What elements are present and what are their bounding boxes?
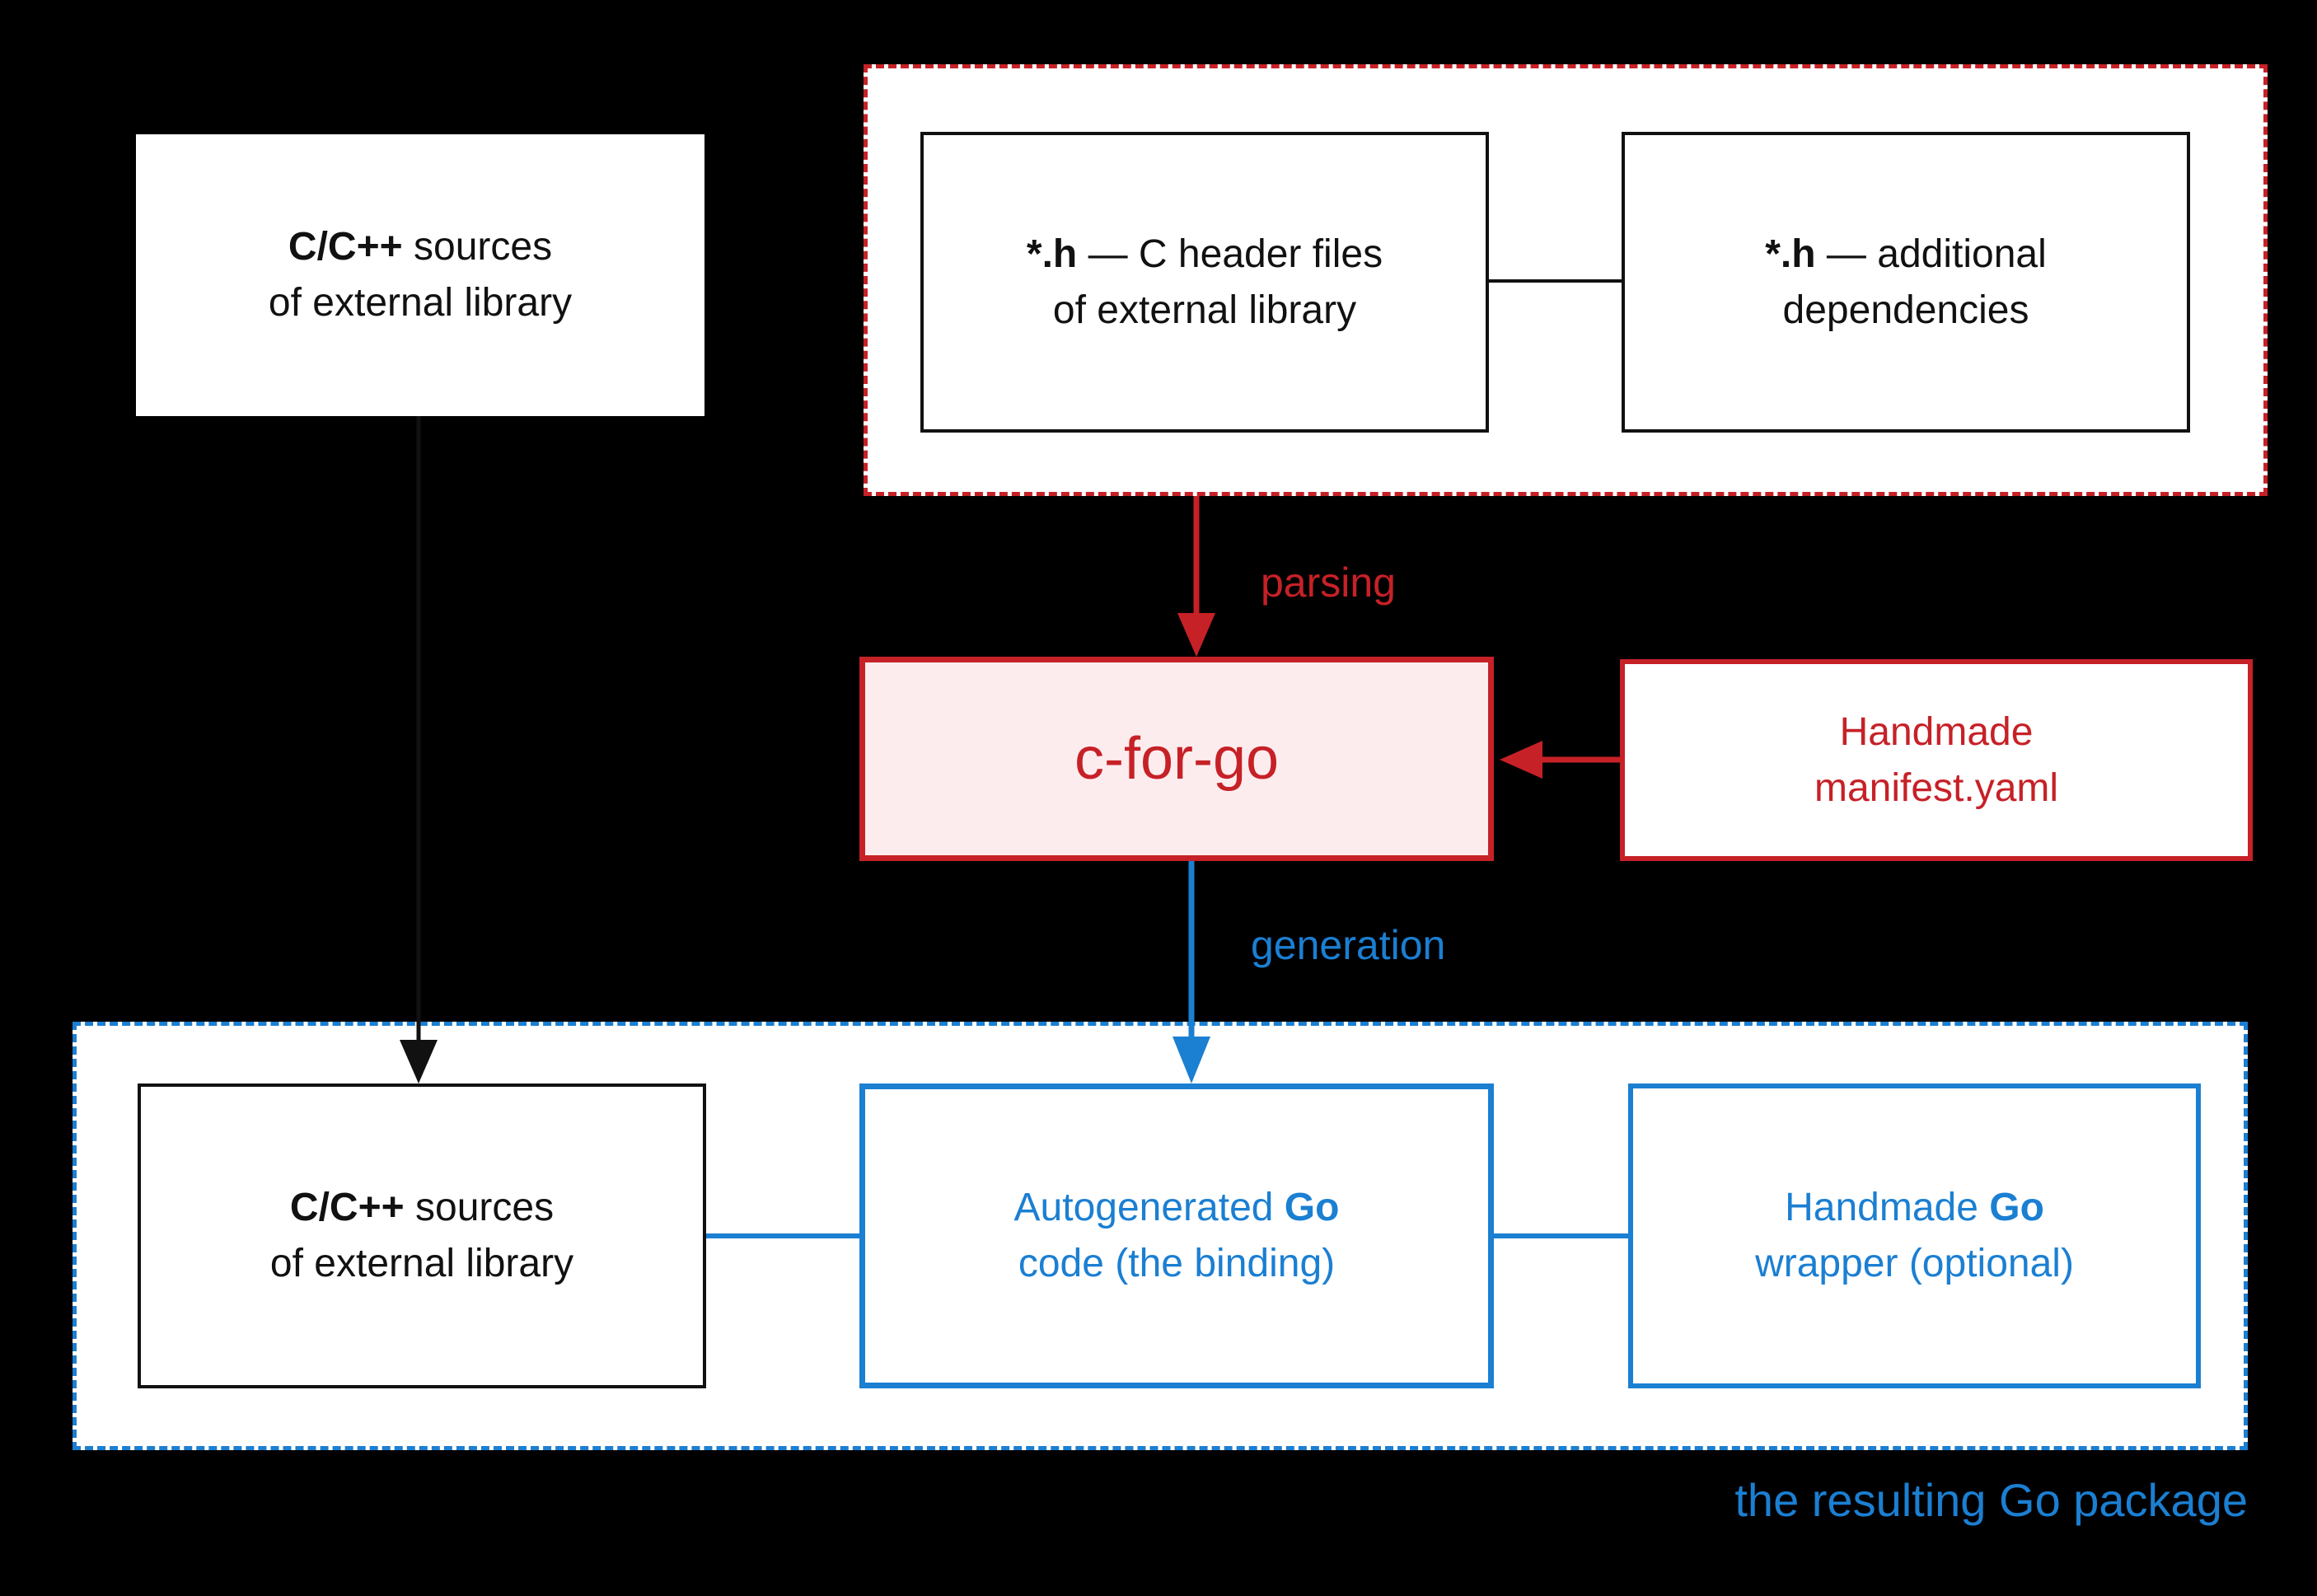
node-autogenerated-go-code: Autogenerated Go code (the binding) (859, 1084, 1494, 1388)
node-text-bold: *.h (1765, 232, 1816, 276)
node-text: manifest.yaml (1814, 765, 2059, 810)
node-text: dependencies (1782, 288, 2029, 332)
node-text: — C header files (1077, 232, 1383, 276)
node-line: of external library (269, 275, 572, 331)
node-text-bold: C/C++ (288, 225, 403, 269)
node-text: — additional (1815, 232, 2047, 276)
manifest-arrowhead (1500, 741, 1542, 779)
parsing-label: parsing (1261, 559, 1396, 606)
node-text-bold: Go (1284, 1186, 1340, 1229)
node-text: code (the binding) (1018, 1242, 1336, 1285)
node-line: dependencies (1783, 283, 2029, 339)
node-line: Handmade Go (1785, 1180, 2044, 1236)
node-text: wrapper (optional) (1755, 1242, 2074, 1285)
c-for-go-title: c-for-go (1074, 726, 1280, 792)
node-line: C/C++ sources (290, 1180, 554, 1236)
node-text: Autogenerated (1013, 1186, 1285, 1229)
node-c-for-go: c-for-go (859, 657, 1494, 861)
node-text: of external library (269, 1242, 574, 1285)
node-line: code (the binding) (1018, 1236, 1335, 1292)
node-line: *.h — C header files (1027, 227, 1383, 283)
node-c-sources-bottom: C/C++ sources of external library (138, 1084, 706, 1388)
node-line: Handmade (1840, 704, 2034, 761)
node-text: Handmade (1785, 1186, 1990, 1229)
node-text: Handmade (1839, 709, 2034, 754)
node-text-bold: *.h (1026, 232, 1078, 276)
node-line: of external library (1053, 283, 1356, 339)
resulting-go-package-caption: the resulting Go package (1734, 1474, 2248, 1526)
node-text: sources (402, 225, 553, 269)
node-c-header-files: *.h — C header files of external library (920, 132, 1489, 433)
node-line: *.h — additional (1765, 227, 2047, 283)
node-line: of external library (270, 1236, 573, 1292)
node-text-bold: C/C++ (289, 1186, 405, 1229)
node-text: sources (404, 1186, 555, 1229)
node-line: C/C++ sources (288, 219, 552, 275)
node-handmade-go-wrapper: Handmade Go wrapper (optional) (1628, 1084, 2201, 1388)
node-text: of external library (1052, 288, 1357, 332)
copy-sources-arrowhead (400, 1040, 438, 1084)
node-text: of external library (268, 281, 573, 325)
node-text-bold: Go (1989, 1186, 2044, 1229)
generation-arrowhead (1173, 1037, 1210, 1084)
node-line: wrapper (optional) (1755, 1236, 2074, 1292)
node-line: manifest.yaml (1814, 761, 2058, 817)
parsing-arrowhead (1177, 613, 1215, 657)
node-c-sources-top: C/C++ sources of external library (136, 134, 704, 416)
generation-label: generation (1251, 922, 1446, 968)
node-handmade-manifest: Handmade manifest.yaml (1620, 659, 2253, 861)
node-line: Autogenerated Go (1014, 1180, 1340, 1236)
node-additional-dependencies: *.h — additional dependencies (1622, 132, 2190, 433)
